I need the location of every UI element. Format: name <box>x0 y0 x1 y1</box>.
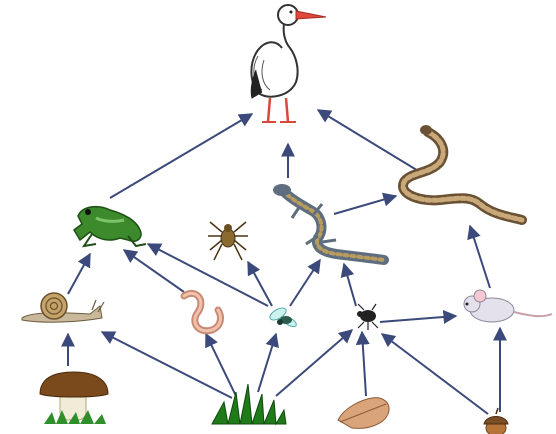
arrow-grass-to-snail <box>102 332 232 398</box>
spider-icon <box>208 222 248 260</box>
arrow-frog-to-stork <box>110 114 252 198</box>
arrow-lizard-to-snake <box>334 196 396 214</box>
arrow-mouse-to-snake <box>470 226 490 288</box>
snail-icon <box>22 293 104 322</box>
arrow-layer <box>68 110 500 414</box>
fly-icon <box>268 306 298 329</box>
arrow-worm-to-frog <box>124 250 184 292</box>
lizard-icon <box>273 184 384 260</box>
snake-icon <box>403 125 522 220</box>
arrow-leaf-to-beetle <box>362 332 366 396</box>
mushroom-icon <box>40 372 108 424</box>
stork-icon <box>251 5 326 122</box>
arrow-grass-to-fly <box>258 334 276 392</box>
beetle-icon <box>357 304 378 330</box>
grass-icon <box>212 384 286 424</box>
frog-icon <box>74 207 146 246</box>
acorn-icon <box>484 408 508 434</box>
arrow-acorn-to-beetle <box>382 334 488 414</box>
arrow-fly-to-frog <box>148 244 268 306</box>
leaf-icon <box>338 398 389 429</box>
arrow-fly-to-lizard <box>290 260 320 306</box>
arrow-snail-to-frog <box>68 254 90 294</box>
earthworm-icon <box>184 293 220 330</box>
arrow-beetle-to-lizard <box>344 264 356 306</box>
arrow-grass-to-beetle <box>276 330 352 396</box>
arrow-fly-to-spider <box>248 262 272 306</box>
mouse-icon <box>464 290 552 322</box>
arrow-snake-to-stork <box>318 110 420 172</box>
arrow-beetle-to-mouse <box>380 316 456 322</box>
